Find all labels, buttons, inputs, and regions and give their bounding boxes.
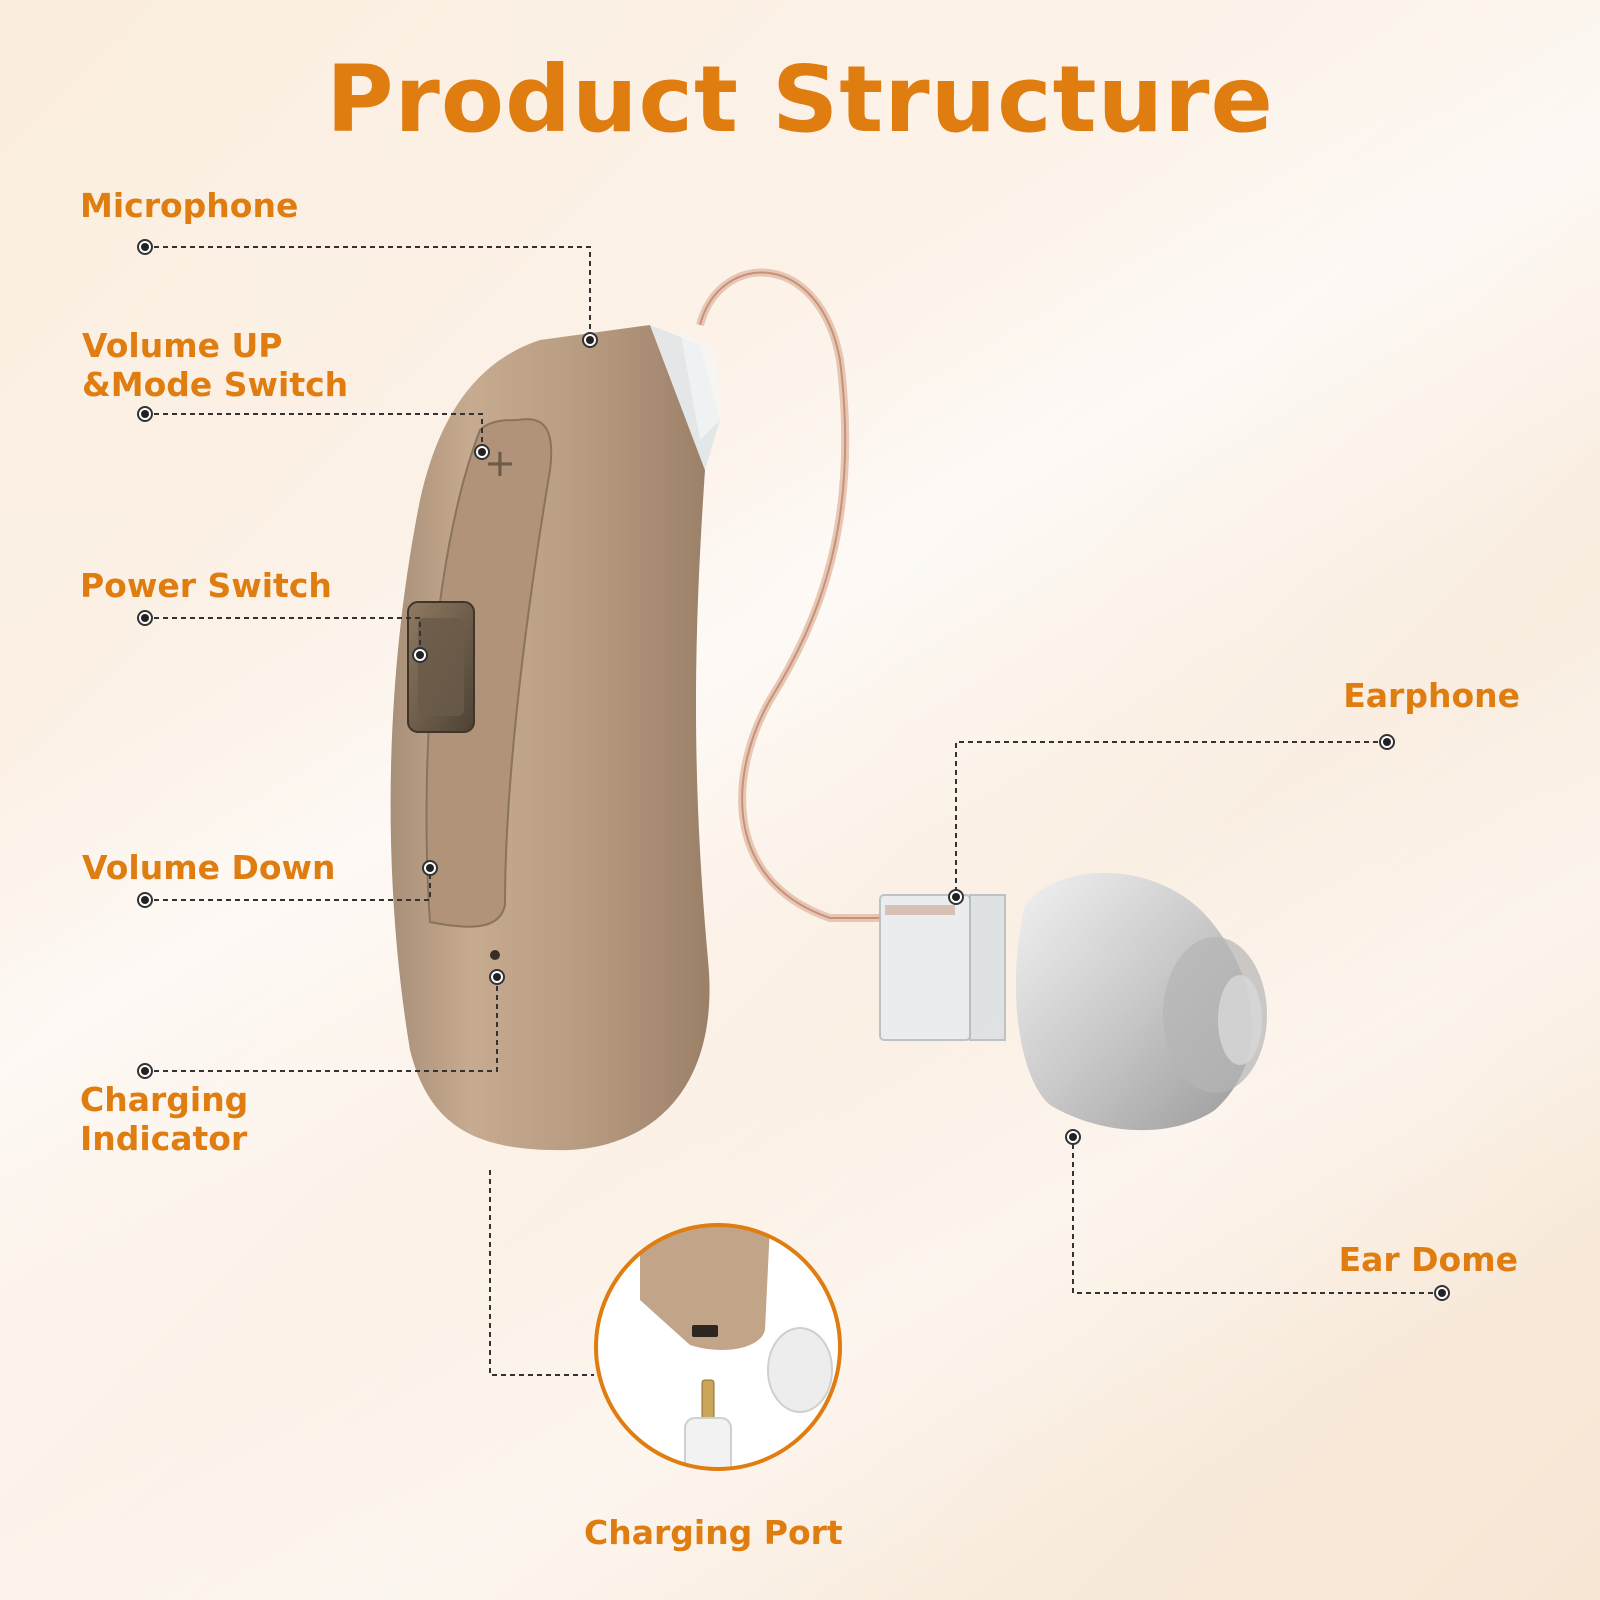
dot-ear-dome-start — [1434, 1285, 1450, 1301]
hearing-aid-body: + - — [390, 325, 720, 1151]
label-earphone: Earphone — [1343, 676, 1520, 715]
label-volume-up-line1: Volume UP — [82, 326, 283, 365]
leader-power-switch — [145, 617, 421, 655]
leader-earphone — [955, 741, 1387, 897]
dot-earphone-end — [948, 889, 964, 905]
label-power-switch: Power Switch — [80, 566, 332, 605]
label-microphone: Microphone — [80, 186, 299, 225]
dot-volume-up-end — [474, 444, 490, 460]
plus-glyph: + — [484, 441, 516, 485]
leader-dots — [137, 239, 1450, 1301]
dot-earphone-start — [1379, 734, 1395, 750]
leader-charging-port — [489, 1170, 594, 1376]
dot-volume-down-start — [137, 892, 153, 908]
page-title: Product Structure — [326, 46, 1274, 153]
charging-port-inset — [594, 1223, 842, 1471]
leader-ear-dome — [1072, 1137, 1442, 1294]
leader-lines — [145, 246, 1442, 1376]
dot-power-switch-start — [137, 610, 153, 626]
ear-dome — [1015, 872, 1267, 1131]
sound-tube — [696, 268, 880, 922]
leader-microphone — [145, 246, 591, 340]
label-ear-dome: Ear Dome — [1338, 1240, 1518, 1279]
dot-volume-up-start — [137, 406, 153, 422]
charging-indicator-led — [490, 950, 500, 960]
label-charging-indicator-line1: Charging — [80, 1080, 249, 1119]
label-charging-indicator: Charging Indicator — [80, 1080, 248, 1158]
dot-volume-down-end — [422, 860, 438, 876]
label-volume-up: Volume UP &Mode Switch — [82, 326, 348, 404]
inset-ring — [594, 1223, 842, 1471]
dot-microphone-end — [582, 332, 598, 348]
dot-charging-indicator-end — [489, 969, 505, 985]
earphone-receiver — [879, 894, 1006, 1041]
label-charging-indicator-line2: Indicator — [80, 1119, 248, 1158]
label-volume-up-line2: &Mode Switch — [82, 365, 349, 404]
label-charging-port: Charging Port — [584, 1513, 843, 1552]
dot-power-switch-end — [412, 647, 428, 663]
label-volume-down: Volume Down — [82, 848, 336, 887]
dot-ear-dome-end — [1065, 1129, 1081, 1145]
leader-volume-down — [145, 868, 431, 901]
dot-microphone-start — [137, 239, 153, 255]
leader-volume-up — [145, 413, 483, 452]
leader-charging-indicator — [145, 977, 498, 1072]
dot-charging-indicator-start — [137, 1063, 153, 1079]
